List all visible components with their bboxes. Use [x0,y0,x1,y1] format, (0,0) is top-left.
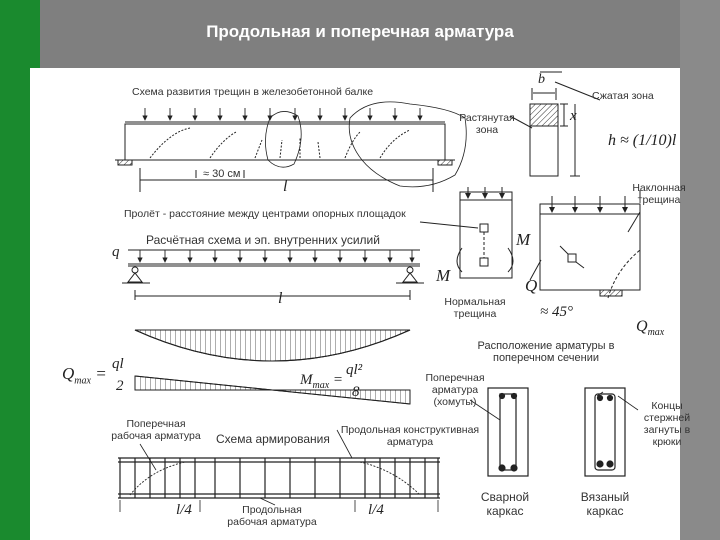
normal-crack-line-1: Нормальная [444,296,506,308]
inclined-crack-element [529,190,641,299]
shear-diagram [134,375,411,405]
right-decor-strip [680,0,720,540]
normal-crack-label: Нормальная трещина [440,296,510,320]
quarter-span-right: l/4 [368,502,384,518]
inclined-crack-line-2: трещина [637,194,681,206]
width-b-label: b [538,72,545,87]
mmax-label: Mmax = [300,372,344,391]
header-panel [40,0,680,68]
section-welded [487,387,529,477]
content-area [30,68,680,540]
qmax-eq-sub: max [74,375,91,387]
longit-constr-line-1: Продольная конструктивная [340,424,480,436]
mmax-sub: max [312,380,330,391]
two-denominator: 2 [116,378,124,394]
rebar-layout-label: Расположение арматуры в поперечном сечен… [456,340,636,364]
transverse-line-3: (хомуты) [433,396,477,408]
reinforcement-cage [118,429,440,512]
qmax-right-sub: max [647,327,665,339]
transverse-work-line-2: рабочая арматура [111,430,201,442]
span-l-calc: l [278,290,283,307]
compressed-zone-label: Сжатая зона [592,90,654,102]
height-approx-label: h ≈ (1/10)l [608,132,677,149]
longit-work-line-1: Продольная [242,504,302,516]
height-x-label: x [570,108,577,124]
rebar-layout-line-2: поперечном сечении [492,352,600,364]
longit-constr-label: Продольная конструктивная арматура [330,424,490,448]
tied-line-1: Вязаный [580,490,630,504]
tension-zone-line-1: Растянутая [459,112,515,124]
tension-zone-label: Растянутая зона [452,112,522,136]
angle-label: ≈ 45° [540,304,573,320]
crack-beam [115,101,467,192]
inclined-crack-label: Наклонная трещина [624,182,694,206]
qmax-eq-left: Qmax = [62,364,107,387]
qmax-right-label: Qmax [636,318,664,338]
eight-denominator: 8 [352,384,360,400]
rod-ends-line-2: стержней [643,412,691,424]
longit-work-label: Продольная рабочая арматура [222,504,322,528]
cross-section-top [509,71,601,177]
longit-constr-line-2: арматура [386,436,434,448]
welded-frame-label: Сварной каркас [470,490,540,518]
tied-frame-label: Вязаный каркас [570,490,640,518]
quarter-span-left: l/4 [176,502,192,518]
transverse-line-1: Поперечная [425,372,485,384]
transverse-line-2: арматура [431,384,479,396]
normal-crack-element [419,187,514,279]
ql2-numerator: ql² [346,362,363,378]
tension-zone-line-2: зона [475,124,499,136]
welded-line-1: Сварной [480,490,530,504]
crack-scheme-label: Схема развития трещин в железобетонной б… [132,86,374,98]
moment-M-left: M [436,266,451,285]
qmax-eq-Q: Q [62,364,75,383]
transverse-rebar-label: Поперечная арматура (хомуты) [420,372,490,408]
rod-ends-line-4: крюки [652,436,682,448]
rebar-layout-line-1: Расположение арматуры в [477,340,615,352]
longit-work-line-2: рабочая арматура [227,516,317,528]
span-definition: Пролёт - расстояние между центрами опорн… [124,208,406,220]
transverse-work-line-1: Поперечная [126,418,186,430]
inclined-crack-line-1: Наклонная [632,182,686,194]
ql-numerator: ql [112,356,124,372]
calc-scheme-beam [122,249,424,300]
calc-scheme-label: Расчётная схема и эп. внутренних усилий [146,233,380,247]
spacing-label: ≈ 30 см [203,168,241,180]
mmax-M: M [300,372,313,388]
moment-M-right: M [516,230,531,249]
welded-line-2: каркас [486,504,524,518]
moment-diagram [134,329,411,362]
normal-crack-line-2: трещина [453,308,497,320]
rod-ends-line-1: Концы [651,400,683,412]
rod-ends-label: Концы стержней загнуты в крюки [636,400,698,448]
qmax-right-Q: Q [636,318,648,335]
rod-ends-line-3: загнуты в [643,424,691,436]
reinf-scheme-label: Схема армирования [216,432,330,446]
span-l-top: l [283,178,288,195]
section-tied [469,387,639,477]
tied-line-2: каркас [586,504,624,518]
slide-title: Продольная и поперечная арматура [206,22,514,41]
shear-Q-label: Q [525,276,538,295]
transverse-work-label: Поперечная рабочая арматура [106,418,206,442]
load-q-label: q [112,244,120,260]
